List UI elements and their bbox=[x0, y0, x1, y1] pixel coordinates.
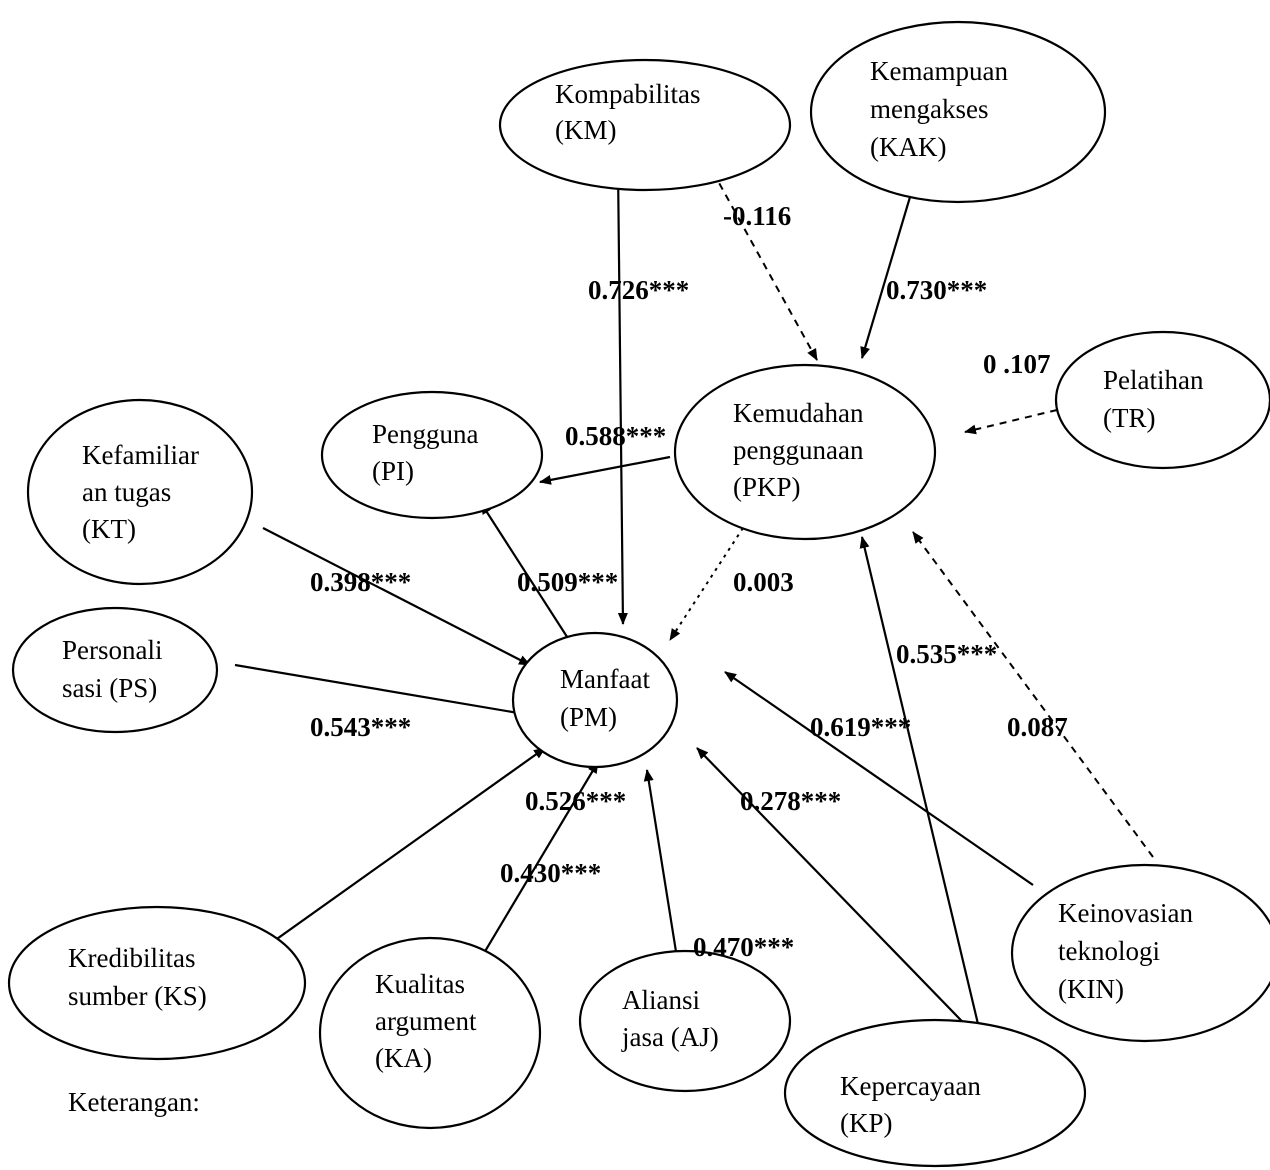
node-label-ka-line-3: (KA) bbox=[375, 1043, 432, 1073]
edges-layer bbox=[214, 166, 1154, 1046]
edge-kak-to-pkp bbox=[860, 196, 912, 359]
node-ellipse-pm bbox=[511, 631, 679, 769]
coef-label-ka-pm: 0.430*** bbox=[500, 858, 601, 888]
node-label-ps-line-1: Personali bbox=[62, 635, 163, 665]
node-label-ks-line-2: sumber (KS) bbox=[68, 981, 207, 1011]
node-label-kin-line-3: (KIN) bbox=[1058, 974, 1124, 1004]
edge-kp-to-pkp bbox=[859, 536, 985, 1046]
node-label-pi-line-2: (PI) bbox=[372, 456, 414, 486]
edge-kin-to-pm bbox=[724, 671, 1034, 886]
node-label-tr-line-1: Pelatihan bbox=[1103, 365, 1204, 395]
coefficient-labels: 0.726*** -0.116 0.730*** 0 .107 0.588*** 0.50… bbox=[310, 201, 1068, 962]
node-label-ka-line-2: argument bbox=[375, 1006, 477, 1036]
node-ks: Kredibilitas sumber (KS) bbox=[7, 905, 307, 1061]
node-label-km-line-1: Kompabilitas bbox=[555, 79, 700, 109]
node-label-aj-line-1: Aliansi bbox=[622, 985, 700, 1015]
node-ellipse-kp bbox=[783, 1018, 1087, 1168]
node-ellipse-km bbox=[498, 58, 792, 192]
nodes-layer: Kompabilitas (KM) Kemampuan mengakses (KAK) P… bbox=[7, 20, 1270, 1168]
node-label-tr-line-2: (TR) bbox=[1103, 403, 1155, 433]
node-pi: Pengguna (PI) bbox=[320, 390, 544, 520]
node-ellipse-kin bbox=[1010, 863, 1270, 1043]
edge-pm-to-pi bbox=[480, 502, 572, 644]
node-label-pkp-line-1: Kemudahan bbox=[733, 398, 864, 428]
coef-label-kp-pkp: 0.535*** bbox=[896, 639, 997, 669]
node-label-pkp-line-2: penggunaan bbox=[733, 435, 864, 465]
node-label-kak-line-3: (KAK) bbox=[870, 132, 946, 162]
node-km: Kompabilitas (KM) bbox=[498, 58, 792, 192]
edge-kp-to-pm bbox=[696, 747, 986, 1046]
coef-label-ps-pm: 0.543*** bbox=[310, 712, 411, 742]
node-label-km-line-2: (KM) bbox=[555, 115, 617, 145]
node-label-kin-line-1: Keinovasian bbox=[1058, 898, 1193, 928]
node-ellipse-pkp bbox=[673, 363, 937, 541]
edge-km-to-pkp bbox=[712, 171, 818, 361]
edge-pkp-to-pi bbox=[539, 455, 671, 485]
node-ellipse-ks bbox=[7, 905, 307, 1061]
node-label-ka-line-1: Kualitas bbox=[375, 969, 465, 999]
node-label-kak-line-2: mengakses bbox=[870, 94, 988, 124]
edge-tr-to-pkp bbox=[964, 409, 1058, 435]
coef-label-kp-pm: 0.278*** bbox=[740, 786, 841, 816]
coef-label-kt-pm: 0.398*** bbox=[310, 567, 411, 597]
node-kt: Kefamiliar an tugas (KT) bbox=[26, 398, 254, 586]
coef-label-pkp-pm: 0.003 bbox=[733, 567, 794, 597]
node-label-kt-line-3: (KT) bbox=[82, 514, 136, 544]
node-label-ks-line-1: Kredibilitas bbox=[68, 943, 195, 973]
node-pm: Manfaat (PM) bbox=[511, 631, 679, 769]
node-label-pm-line-2: (PM) bbox=[560, 702, 617, 732]
coef-label-km-pm: 0.726*** bbox=[588, 275, 689, 305]
coef-label-aj-pm: 0.470*** bbox=[693, 932, 794, 962]
node-ellipse-kak bbox=[809, 20, 1107, 204]
node-tr: Pelatihan (TR) bbox=[1054, 330, 1270, 470]
caption-keterangan: Keterangan: bbox=[68, 1087, 200, 1117]
edge-pkp-to-pm bbox=[669, 527, 744, 641]
node-ka: Kualitas argument (KA) bbox=[318, 936, 542, 1130]
node-ellipse-pi bbox=[320, 390, 544, 520]
node-label-kt-line-2: an tugas bbox=[82, 477, 171, 507]
node-aj: Aliansi jasa (AJ) bbox=[578, 949, 792, 1093]
node-label-ps-line-2: sasi (PS) bbox=[62, 673, 157, 703]
edge-kin-to-pkp bbox=[912, 531, 1154, 858]
node-label-pkp-line-3: (PKP) bbox=[733, 472, 801, 502]
node-label-kt-line-1: Kefamiliar bbox=[82, 440, 199, 470]
coef-label-kin-pkp: 0.087 bbox=[1007, 712, 1068, 742]
coef-label-pm-pi: 0.509*** bbox=[517, 567, 618, 597]
node-pkp: Kemudahan penggunaan (PKP) bbox=[673, 363, 937, 541]
node-ellipse-aj bbox=[578, 949, 792, 1093]
node-label-kp-line-2: (KP) bbox=[840, 1108, 893, 1138]
node-ellipse-ka bbox=[318, 936, 542, 1130]
edge-kt-to-pm bbox=[262, 527, 531, 666]
coef-label-ks-pm: 0.526*** bbox=[525, 786, 626, 816]
node-label-pm-line-1: Manfaat bbox=[560, 664, 650, 694]
node-ellipse-ps bbox=[11, 606, 219, 734]
node-ellipse-kt bbox=[26, 398, 254, 586]
coef-label-pkp-pi: 0.588*** bbox=[565, 421, 666, 451]
edge-km-to-pm bbox=[616, 166, 628, 625]
node-ellipse-tr bbox=[1054, 330, 1270, 470]
node-kin: Keinovasian teknologi (KIN) bbox=[1010, 863, 1270, 1043]
node-ps: Personali sasi (PS) bbox=[11, 606, 219, 734]
coef-label-kin-pm: 0.619*** bbox=[810, 712, 911, 742]
node-label-kp-line-1: Kepercayaan bbox=[840, 1071, 981, 1101]
edge-ps-to-pm bbox=[234, 663, 531, 719]
node-kp: Kepercayaan (KP) bbox=[783, 1018, 1087, 1168]
coef-label-kak-pkp: 0.730*** bbox=[886, 275, 987, 305]
node-label-kak-line-1: Kemampuan bbox=[870, 56, 1008, 86]
node-label-aj-line-2: jasa (AJ) bbox=[621, 1022, 719, 1052]
coef-label-tr-pkp: 0 .107 bbox=[983, 349, 1051, 379]
coef-label-km-pkp: -0.116 bbox=[723, 201, 791, 231]
node-kak: Kemampuan mengakses (KAK) bbox=[809, 20, 1107, 204]
node-label-kin-line-2: teknologi bbox=[1058, 936, 1160, 966]
node-label-pi-line-1: Pengguna bbox=[372, 419, 479, 449]
